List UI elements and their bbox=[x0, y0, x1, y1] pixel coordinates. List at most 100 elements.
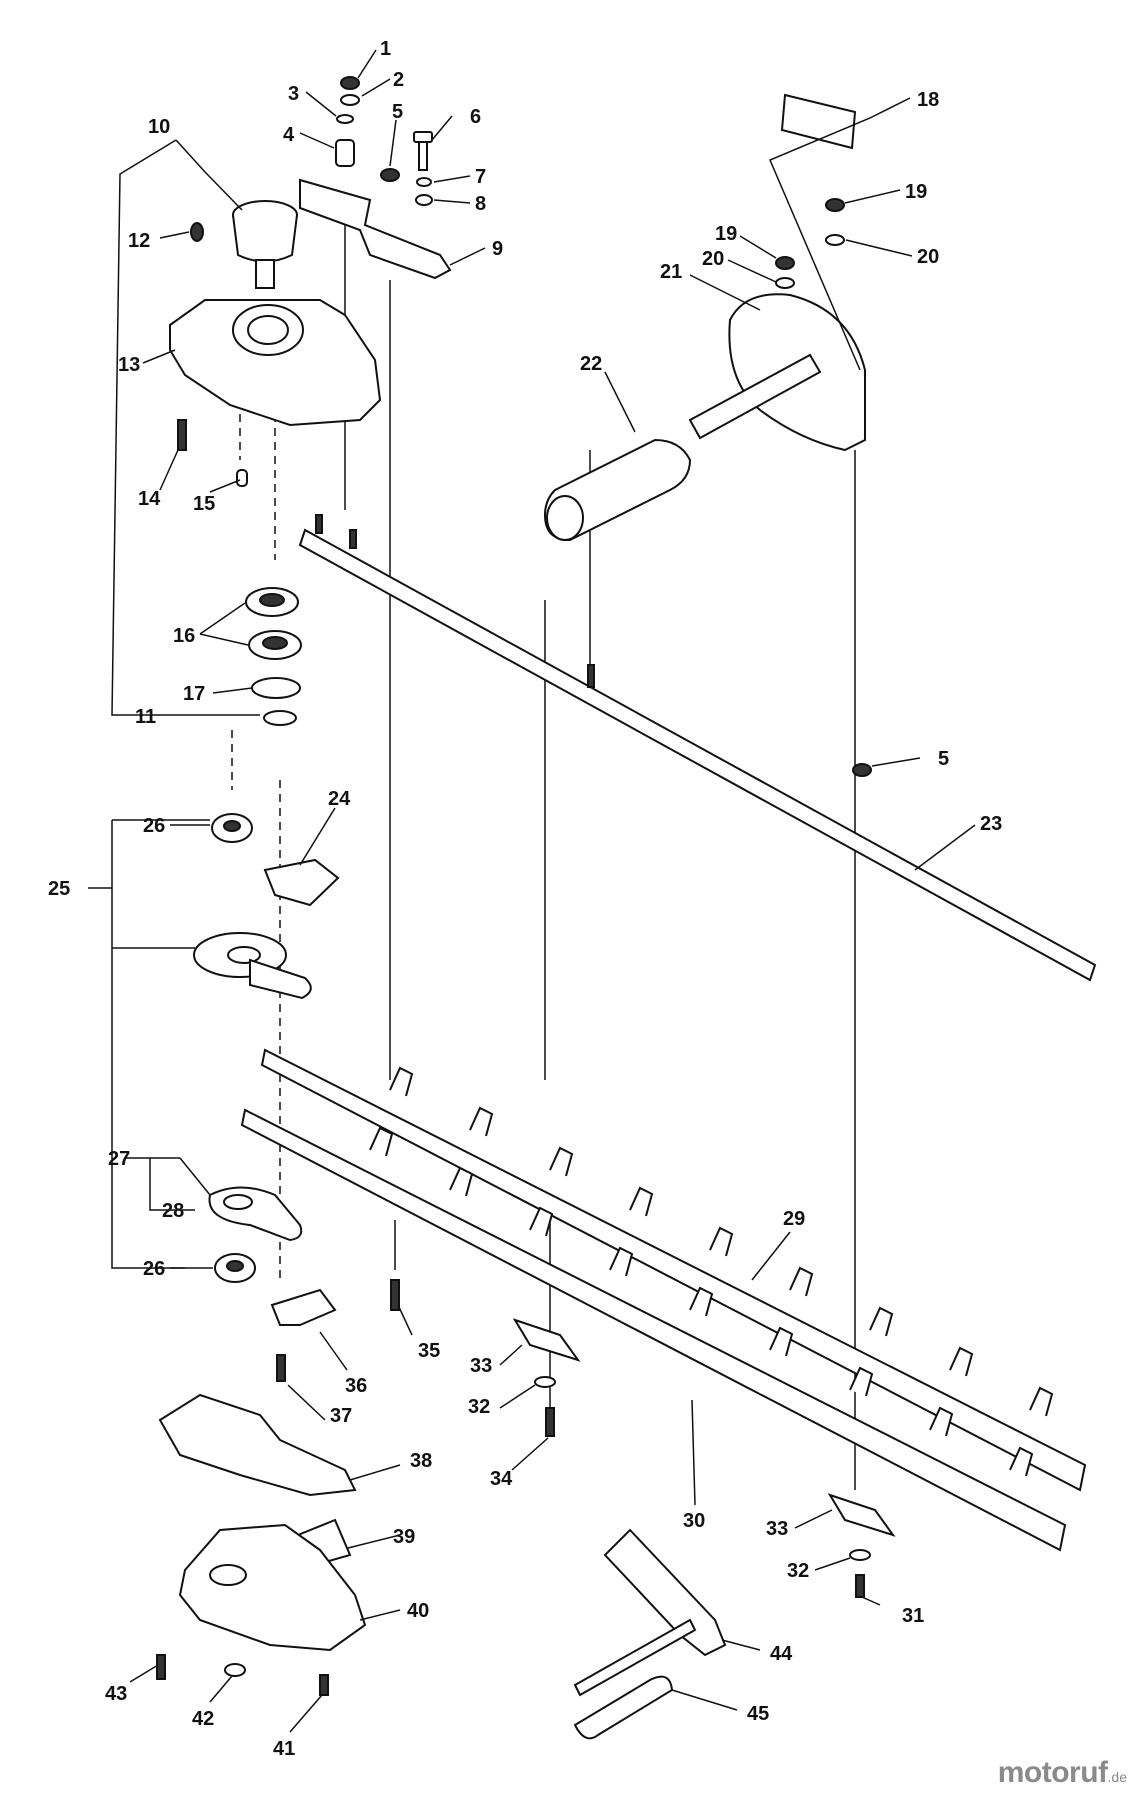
pinion-10-body bbox=[232, 214, 298, 263]
pinion-10-shaft bbox=[255, 259, 275, 289]
callout-20b: 20 bbox=[917, 246, 939, 268]
callout-2: 2 bbox=[393, 69, 404, 91]
nut-5 bbox=[380, 168, 400, 182]
stud-left-a bbox=[315, 514, 323, 534]
callout-25: 25 bbox=[48, 878, 70, 900]
top-hardware bbox=[299, 76, 452, 280]
callout-28: 28 bbox=[162, 1200, 184, 1222]
handle-tube-22 bbox=[688, 353, 822, 440]
nut-19b bbox=[825, 198, 845, 212]
callout-29: 29 bbox=[783, 1208, 805, 1230]
callout-26b: 26 bbox=[143, 1258, 165, 1280]
gear-case-13 bbox=[169, 299, 382, 427]
handle-assembly bbox=[543, 93, 866, 542]
callout-3: 3 bbox=[288, 83, 299, 105]
cover-40 bbox=[178, 1523, 367, 1652]
callout-23: 23 bbox=[980, 813, 1002, 835]
callout-37: 37 bbox=[330, 1405, 352, 1427]
callout-19b: 19 bbox=[715, 223, 737, 245]
callout-21: 21 bbox=[660, 261, 682, 283]
callout-43: 43 bbox=[105, 1683, 127, 1705]
callout-38: 38 bbox=[410, 1450, 432, 1472]
blade-29-teeth bbox=[389, 1066, 1054, 1417]
washer-2 bbox=[340, 94, 360, 106]
washer-20b bbox=[825, 234, 845, 246]
gear-assembly bbox=[193, 813, 340, 1283]
grease-nipple-12 bbox=[190, 222, 204, 242]
washer-3 bbox=[336, 114, 354, 124]
pin-15 bbox=[236, 469, 248, 487]
callout-22: 22 bbox=[580, 353, 602, 375]
blade-30-teeth bbox=[369, 1126, 1034, 1477]
callout-4: 4 bbox=[283, 124, 295, 146]
screw-43 bbox=[156, 1654, 166, 1680]
cover-40-bore bbox=[209, 1564, 247, 1586]
callout-34: 34 bbox=[490, 1468, 513, 1490]
gear-case-13-bore bbox=[247, 315, 289, 345]
washer-32b bbox=[849, 1549, 871, 1561]
callout-17: 17 bbox=[183, 683, 205, 705]
guide-33a bbox=[512, 1318, 581, 1362]
callout-9: 9 bbox=[492, 238, 503, 260]
nut-1 bbox=[340, 76, 360, 90]
watermark-name: motoruf bbox=[997, 1756, 1108, 1789]
nut-19a bbox=[775, 256, 795, 270]
callout-39: 39 bbox=[393, 1526, 415, 1548]
tools bbox=[573, 1528, 727, 1740]
box-spanner-44 bbox=[603, 1528, 727, 1657]
callout-26a: 26 bbox=[143, 815, 165, 837]
cover-assembly bbox=[156, 1393, 367, 1696]
grip-22-end bbox=[546, 495, 584, 541]
callout-1: 1 bbox=[380, 38, 391, 60]
callout-15: 15 bbox=[193, 493, 215, 515]
callout-6: 6 bbox=[470, 106, 481, 128]
bearing-16b-bore bbox=[262, 636, 288, 650]
callout-31: 31 bbox=[902, 1605, 924, 1627]
stud-mid bbox=[587, 664, 595, 688]
callout-5: 5 bbox=[392, 101, 403, 123]
blade-30 bbox=[240, 1108, 1067, 1552]
callout-32a: 32 bbox=[468, 1396, 490, 1418]
callout-44: 44 bbox=[770, 1643, 793, 1665]
circlip-11 bbox=[263, 710, 297, 726]
bracket-9 bbox=[299, 178, 452, 280]
callout-16: 16 bbox=[173, 625, 195, 647]
watermark-logo: motoruf.de bbox=[998, 1756, 1127, 1790]
washer-42 bbox=[224, 1663, 246, 1677]
bolt-35 bbox=[390, 1279, 400, 1311]
bearing-26b-bore bbox=[226, 1260, 244, 1272]
callout-11: 11 bbox=[135, 706, 156, 728]
guide-33b bbox=[827, 1493, 896, 1537]
callout-33a: 33 bbox=[470, 1355, 492, 1377]
callout-41: 41 bbox=[273, 1738, 295, 1760]
bearing-26a-bore bbox=[223, 820, 241, 832]
callout-7: 7 bbox=[475, 166, 486, 188]
stud-left-b bbox=[349, 529, 357, 549]
callout-36: 36 bbox=[345, 1375, 367, 1397]
bolt-6-head bbox=[413, 131, 433, 143]
screw-37 bbox=[276, 1354, 286, 1382]
callout-18: 18 bbox=[917, 89, 939, 111]
callout-40: 40 bbox=[407, 1600, 429, 1622]
washer-7 bbox=[416, 177, 432, 187]
washer-28-hole bbox=[223, 1194, 253, 1210]
blade-29 bbox=[260, 1048, 1087, 1492]
spacer-4 bbox=[335, 139, 355, 167]
guide-bar-23 bbox=[298, 514, 1097, 982]
bolt-31 bbox=[855, 1574, 865, 1598]
bolt-34 bbox=[545, 1407, 555, 1437]
gear-25-hub bbox=[227, 946, 261, 964]
callout-30: 30 bbox=[683, 1510, 705, 1532]
callout-8: 8 bbox=[475, 193, 486, 215]
watermark-tld: .de bbox=[1107, 1769, 1127, 1785]
label-18 bbox=[780, 93, 857, 150]
callout-45: 45 bbox=[747, 1703, 769, 1725]
callout-42: 42 bbox=[192, 1708, 214, 1730]
gear-case-assembly bbox=[169, 200, 382, 726]
gasket-38 bbox=[158, 1393, 357, 1497]
callout-20a: 20 bbox=[702, 248, 724, 270]
callout-19a: 19 bbox=[905, 181, 927, 203]
screw-41 bbox=[319, 1674, 329, 1696]
plate-24 bbox=[263, 858, 340, 907]
